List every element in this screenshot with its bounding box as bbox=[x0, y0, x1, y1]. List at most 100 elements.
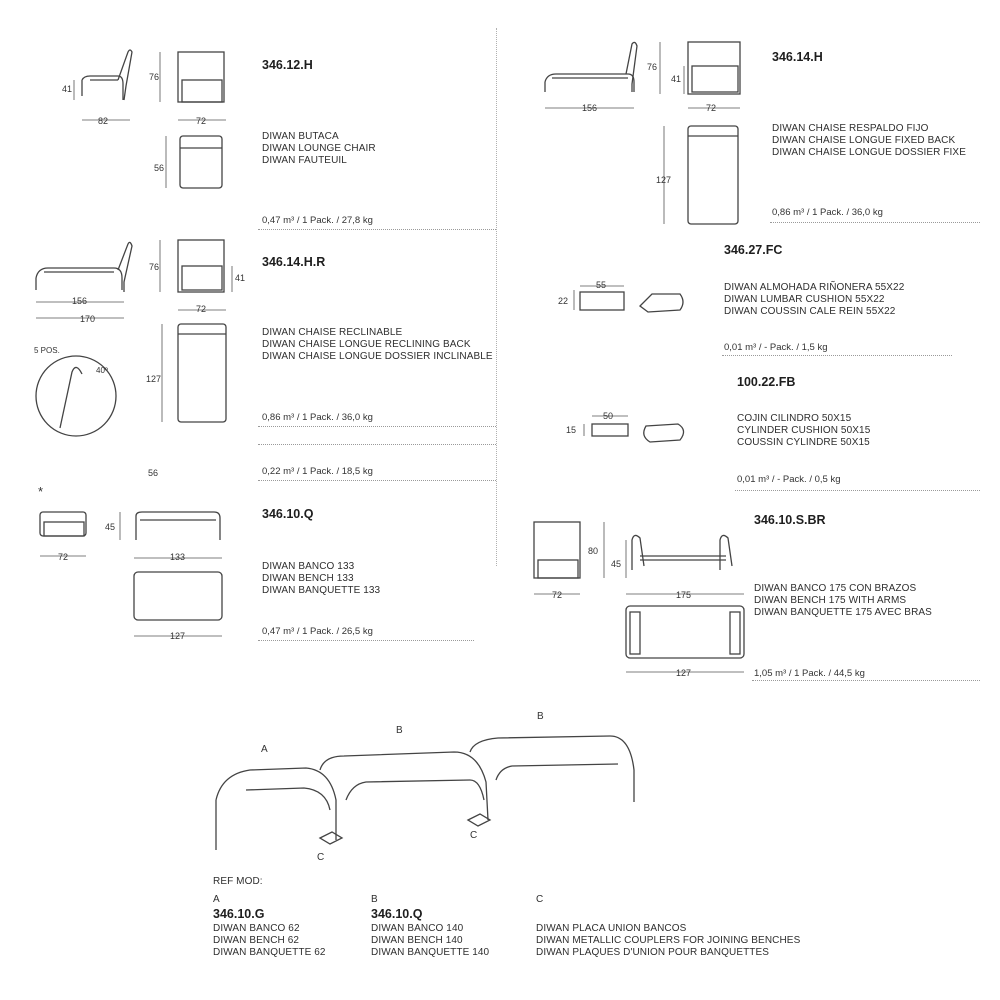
separator-bottom-left bbox=[258, 640, 474, 641]
module-label-c: C bbox=[317, 852, 325, 863]
star-mark: * bbox=[38, 484, 44, 499]
dim-label: 156 bbox=[72, 296, 88, 306]
dim-label: 72 bbox=[58, 552, 69, 562]
product-code: 346.10.Q bbox=[262, 507, 314, 521]
separator-top-left bbox=[258, 229, 496, 230]
module-label-a: A bbox=[261, 744, 268, 755]
product-description: COJIN CILINDRO 50X15 CYLINDER CUSHION 50… bbox=[737, 413, 870, 450]
product-description: DIWAN ALMOHADA RIÑONERA 55X22 DIWAN LUMB… bbox=[724, 282, 904, 319]
dim-label: 56 bbox=[148, 468, 159, 478]
ref-column-a: A bbox=[213, 894, 220, 906]
dim-label: 127 bbox=[676, 668, 692, 678]
description-line: DIWAN COUSSIN CALE REIN 55X22 bbox=[724, 306, 896, 318]
dim-label: 5 POS. bbox=[34, 346, 60, 355]
separator-bench175 bbox=[752, 680, 980, 681]
dim-label: 72 bbox=[706, 103, 717, 113]
dim-label: 55 bbox=[596, 280, 607, 290]
description-line: CYLINDER CUSHION 50X15 bbox=[737, 425, 871, 437]
dim-label: 45 bbox=[105, 522, 116, 532]
product-code: 346.14.H.R bbox=[262, 255, 326, 269]
dim-label: 82 bbox=[98, 116, 109, 126]
description-line: DIWAN CHAISE RECLINABLE bbox=[262, 327, 403, 338]
product-spec: 1,05 m³ / 1 Pack. / 44,5 kg bbox=[754, 668, 865, 679]
description-line: DIWAN CHAISE LONGUE DOSSIER FIXE bbox=[772, 147, 966, 159]
dim-label: 127 bbox=[656, 175, 672, 185]
product-spec: 0,86 m³ / 1 Pack. / 36,0 kg bbox=[262, 412, 373, 423]
dim-label: 76 bbox=[647, 62, 658, 72]
ref-mod-label: REF MOD: bbox=[213, 876, 263, 887]
separator-lumbar bbox=[722, 355, 952, 356]
description-line: DIWAN PLACA UNION BANCOS bbox=[536, 923, 687, 934]
dim-label: 41 bbox=[235, 273, 246, 283]
dim-label: 170 bbox=[80, 314, 96, 324]
dim-label: 72 bbox=[552, 590, 563, 600]
module-label-c: C bbox=[470, 830, 478, 841]
product-spec: 0,01 m³ / - Pack. / 0,5 kg bbox=[737, 474, 841, 485]
dim-label: 15 bbox=[566, 425, 577, 435]
dim-label: 175 bbox=[676, 590, 692, 600]
separator-bench-left bbox=[258, 480, 496, 481]
ref-description: DIWAN BANCO 62 DIWAN BENCH 62 DIWAN BANQ… bbox=[213, 923, 326, 960]
product-code: 100.22.FB bbox=[737, 375, 796, 389]
description-line: DIWAN BENCH 62 bbox=[213, 935, 300, 947]
dim-label: 45 bbox=[611, 559, 622, 569]
ref-key: B bbox=[371, 894, 378, 905]
product-spec: 0,01 m³ / - Pack. / 1,5 kg bbox=[724, 342, 828, 353]
dim-label: 22 bbox=[558, 296, 569, 306]
dim-label: 127 bbox=[170, 631, 186, 641]
product-spec: 0,47 m³ / 1 Pack. / 27,8 kg bbox=[262, 215, 373, 226]
description-line: DIWAN BANCO 140 bbox=[371, 923, 464, 934]
module-label-b: B bbox=[396, 725, 403, 736]
dim-label: 76 bbox=[149, 262, 160, 272]
ref-description: DIWAN PLACA UNION BANCOS DIWAN METALLIC … bbox=[536, 923, 800, 960]
product-code: 346.27.FC bbox=[724, 243, 783, 257]
dim-label: 156 bbox=[582, 103, 598, 113]
dim-label: 40º bbox=[96, 366, 108, 375]
dim-label: 41 bbox=[671, 74, 682, 84]
description-line: DIWAN BENCH 140 bbox=[371, 935, 463, 947]
dim-label: 72 bbox=[196, 116, 207, 126]
ref-column-b: B bbox=[371, 894, 378, 906]
description-line: DIWAN BANCO 62 bbox=[213, 923, 300, 934]
description-line: DIWAN LOUNGE CHAIR bbox=[262, 143, 376, 155]
dim-label: 76 bbox=[149, 72, 160, 82]
description-line: DIWAN BUTACA bbox=[262, 131, 339, 142]
product-code: 346.14.H bbox=[772, 50, 823, 64]
dim-label: 127 bbox=[146, 374, 162, 384]
product-code: 346.10.S.BR bbox=[754, 513, 826, 527]
dim-label: 80 bbox=[588, 546, 599, 556]
dim-label: 72 bbox=[196, 304, 207, 314]
description-line: DIWAN BANCO 133 bbox=[262, 561, 355, 572]
column-divider bbox=[496, 28, 497, 566]
ref-key: A bbox=[213, 894, 220, 905]
description-line: DIWAN FAUTEUIL bbox=[262, 155, 347, 167]
separator-mid-left bbox=[258, 426, 496, 427]
product-spec: 0,22 m³ / 1 Pack. / 18,5 kg bbox=[262, 466, 373, 477]
description-line: DIWAN BENCH 175 WITH ARMS bbox=[754, 595, 907, 607]
product-spec: 0,47 m³ / 1 Pack. / 26,5 kg bbox=[262, 626, 373, 637]
description-line: DIWAN CHAISE LONGUE FIXED BACK bbox=[772, 135, 956, 147]
product-description: DIWAN BANCO 133 DIWAN BENCH 133 DIWAN BA… bbox=[262, 561, 380, 598]
ref-code: 346.10.Q bbox=[371, 907, 423, 921]
ref-key: C bbox=[536, 894, 544, 905]
separator-mid2-left bbox=[258, 444, 496, 445]
description-line: DIWAN BANQUETTE 133 bbox=[262, 585, 381, 597]
description-line: DIWAN CHAISE LONGUE RECLINING BACK bbox=[262, 339, 471, 351]
dim-label: 50 bbox=[603, 411, 614, 421]
product-description: DIWAN BANCO 175 CON BRAZOS DIWAN BENCH 1… bbox=[754, 583, 932, 620]
description-line: COJIN CILINDRO 50X15 bbox=[737, 413, 852, 424]
description-line: DIWAN ALMOHADA RIÑONERA 55X22 bbox=[724, 282, 905, 293]
product-spec: 0,86 m³ / 1 Pack. / 36,0 kg bbox=[772, 207, 883, 218]
description-line: DIWAN LUMBAR CUSHION 55X22 bbox=[724, 294, 885, 306]
description-line: DIWAN BANQUETTE 175 AVEC BRAS bbox=[754, 607, 932, 619]
module-label-b: B bbox=[537, 711, 544, 722]
description-line: DIWAN BANQUETTE 62 bbox=[213, 947, 326, 959]
ref-code: 346.10.G bbox=[213, 907, 265, 921]
description-line: DIWAN CHAISE RESPALDO FIJO bbox=[772, 123, 929, 134]
product-description: DIWAN CHAISE RESPALDO FIJO DIWAN CHAISE … bbox=[772, 123, 966, 160]
description-line: DIWAN METALLIC COUPLERS FOR JOINING BENC… bbox=[536, 935, 801, 947]
description-line: COUSSIN CYLINDRE 50X15 bbox=[737, 437, 870, 449]
description-line: DIWAN BANQUETTE 140 bbox=[371, 947, 490, 959]
dim-label: 41 bbox=[62, 84, 73, 94]
